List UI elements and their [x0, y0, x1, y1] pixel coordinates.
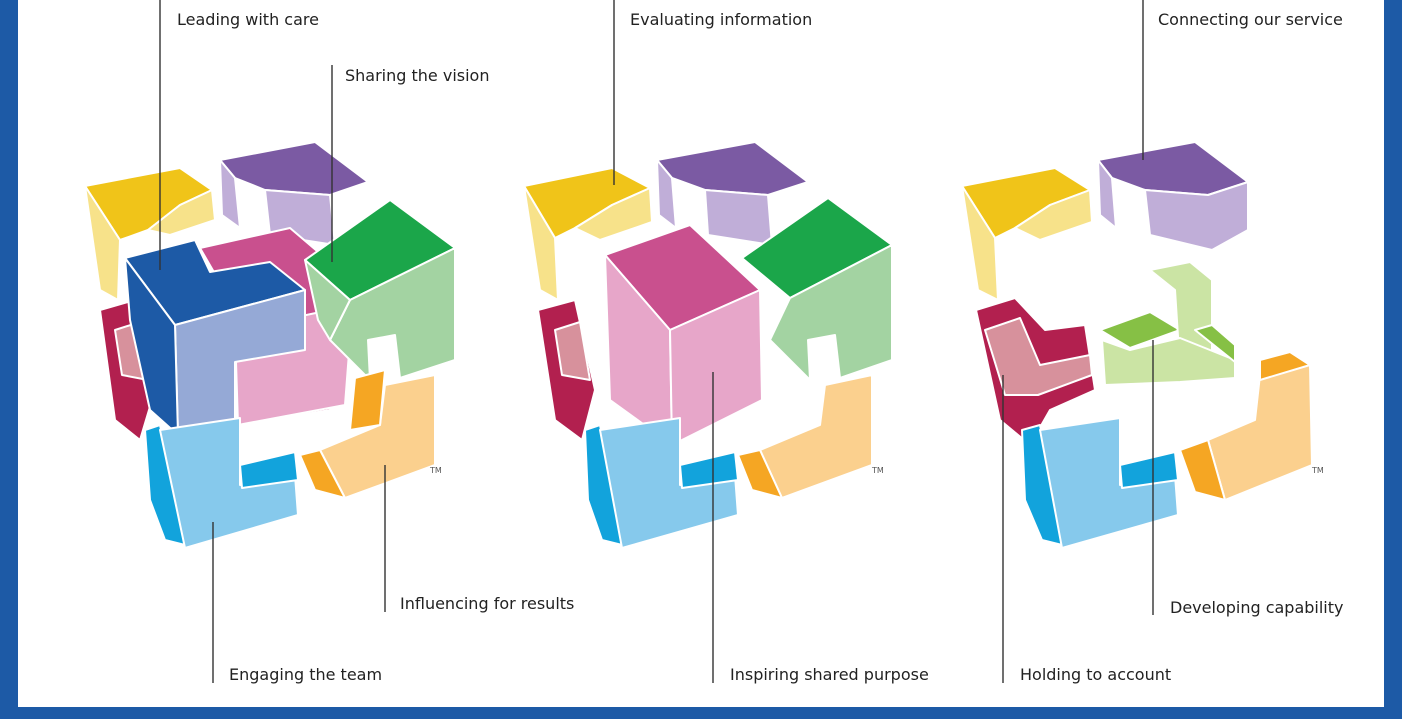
- orange-top: [349, 369, 386, 431]
- orange-side: [1179, 439, 1226, 501]
- trademark-1: TM: [430, 466, 442, 475]
- label-engaging-the-team: Engaging the team: [229, 665, 383, 684]
- cube-2-yellow-piece: [523, 167, 653, 301]
- purple-inner: [704, 189, 773, 246]
- cube-1-green-piece: [304, 199, 456, 381]
- yellow-front: [523, 185, 559, 301]
- cube-1-purple-piece: [219, 141, 369, 246]
- yellow-inner: [574, 187, 653, 241]
- cube-1-navy-piece: [124, 239, 306, 436]
- cyan-top: [1119, 451, 1179, 489]
- label-developing-capability: Developing capability: [1170, 598, 1344, 617]
- cube-2-cyan-piece: [584, 417, 739, 549]
- cyan-side: [1021, 424, 1063, 546]
- cube-3-purple-piece: [1097, 141, 1249, 251]
- cube-3-yellow-piece: [961, 167, 1093, 301]
- label-holding-to-account: Holding to account: [1020, 665, 1172, 684]
- label-sharing-the-vision: Sharing the vision: [345, 66, 490, 85]
- cube-1-yellow-piece: [84, 167, 216, 301]
- cube-2-orange-piece: [737, 374, 873, 499]
- label-evaluating-information: Evaluating information: [630, 10, 813, 29]
- green-front: [329, 247, 456, 381]
- cube-1: [84, 141, 456, 549]
- orange-top: [1259, 351, 1311, 381]
- purple-side: [1097, 159, 1117, 229]
- lime-right: [1194, 324, 1236, 363]
- purple-top: [219, 141, 369, 196]
- cube-2: [523, 141, 893, 549]
- orange-front: [759, 374, 873, 499]
- yellow-inner: [147, 189, 216, 236]
- cube-2-green-piece: [741, 197, 893, 381]
- label-connecting-our-service: Connecting our service: [1158, 10, 1343, 29]
- cyan-top: [679, 451, 739, 489]
- yellow-front: [84, 185, 121, 301]
- yellow-front: [961, 185, 999, 301]
- purple-top: [1097, 141, 1249, 196]
- yellow-inner: [1014, 189, 1093, 241]
- orange-side: [737, 449, 783, 499]
- label-inspiring-shared-purpose: Inspiring shared purpose: [730, 665, 929, 684]
- purple-side: [656, 159, 677, 229]
- lime-arm: [1101, 337, 1236, 386]
- cyan-side: [144, 424, 186, 546]
- crimson-side: [554, 321, 591, 381]
- navy-side: [124, 257, 179, 436]
- orange-side: [299, 449, 346, 499]
- green-front: [769, 244, 893, 381]
- cube-3-orange-piece: [1179, 351, 1313, 501]
- trademark-2: TM: [872, 466, 884, 475]
- cube-3-crimson-piece: [975, 297, 1096, 446]
- crimson-side: [984, 317, 1093, 396]
- cube-2-magenta-piece: [604, 224, 763, 446]
- trademark-3: TM: [1312, 466, 1324, 475]
- magenta-front: [669, 289, 763, 446]
- cube-1-orange-piece: [299, 369, 436, 499]
- cube-3-cyan-piece: [1021, 417, 1179, 549]
- cube-1-cyan-piece: [144, 417, 299, 549]
- cube-3: [961, 141, 1313, 549]
- cube-2-purple-piece: [656, 141, 809, 246]
- cyan-side: [584, 424, 623, 546]
- purple-top: [656, 141, 809, 196]
- purple-inner: [1144, 181, 1249, 251]
- cube-3-lime-piece: [1099, 261, 1236, 386]
- orange-front: [1207, 364, 1313, 501]
- green-side: [304, 259, 351, 341]
- label-leading-with-care: Leading with care: [177, 10, 319, 29]
- purple-side: [219, 159, 241, 229]
- label-influencing-for-results: Influencing for results: [400, 594, 575, 613]
- cyan-top: [239, 451, 299, 489]
- cube-2-crimson-piece: [537, 299, 596, 441]
